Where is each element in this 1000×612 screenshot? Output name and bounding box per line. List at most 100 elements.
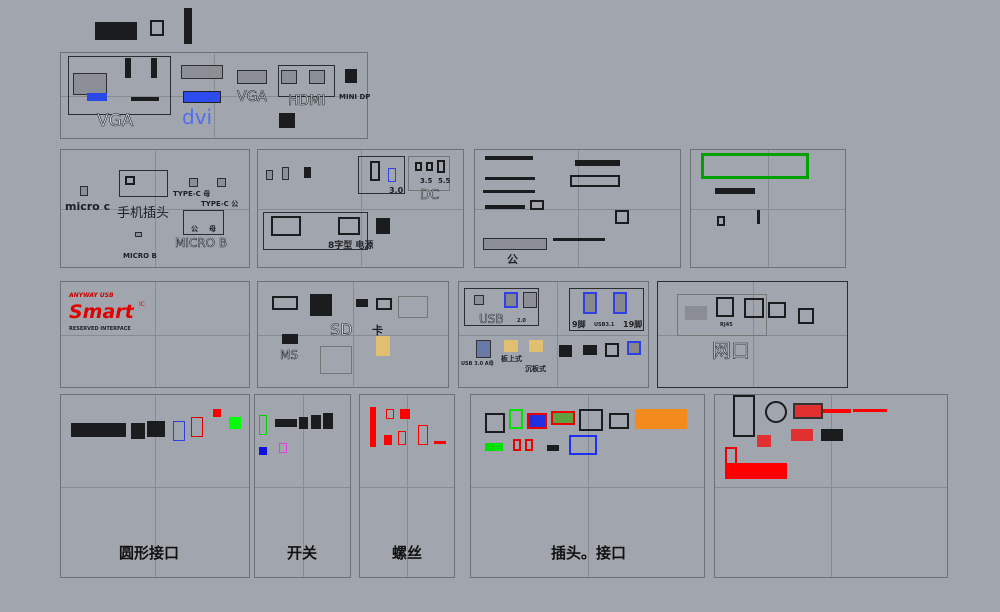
pin-header-icon — [575, 160, 620, 166]
pin-header-icon — [483, 190, 535, 193]
connector-icon — [282, 167, 289, 180]
connector-icon — [559, 345, 572, 357]
connector-icon — [376, 218, 390, 234]
panel-parts — [714, 394, 948, 578]
usb31-icon — [583, 292, 597, 314]
blue-switch-icon — [259, 447, 267, 455]
type-c-female-icon — [189, 178, 198, 187]
dc-icon — [437, 160, 445, 173]
screw-icon — [398, 431, 406, 445]
mini-dp-icon — [345, 69, 357, 83]
label-switch: 开关 — [287, 544, 318, 562]
rj45-icon — [798, 308, 814, 324]
rj45-icon — [744, 298, 764, 318]
red-part-icon — [823, 409, 851, 413]
power-socket-icon — [338, 217, 360, 235]
vga-blue-icon — [87, 93, 107, 101]
panel-sd-card: SD 卡 MS — [257, 281, 449, 388]
label-usb31: USB3.1 — [594, 322, 615, 328]
adapter-icon — [715, 188, 755, 194]
label-type-c-female: TYPE-C 母 — [173, 190, 211, 198]
label-micro-c: micro c — [65, 200, 111, 213]
connector-icon — [95, 22, 137, 40]
red-part-icon — [793, 403, 823, 419]
label-micro-b-male: 公 — [191, 225, 198, 233]
label-usb-ver: 2.0 — [517, 318, 526, 324]
label-dc-55: 5.5 — [438, 177, 451, 185]
panel-pin-headers: 公 — [474, 149, 681, 268]
pink-switch-icon — [279, 443, 287, 453]
type-c-male-icon — [217, 178, 226, 187]
pin-header-icon — [485, 205, 525, 209]
vga-male-base — [131, 97, 159, 101]
label-usb: USB — [479, 312, 504, 327]
dc-jack-icon — [370, 161, 380, 181]
dc-icon — [415, 162, 422, 171]
label-phone-plug: 手机插头 — [117, 206, 170, 221]
label-micro-b: MICRO B — [123, 252, 157, 260]
label-hdmi: HDMI — [288, 93, 326, 110]
plug-icon — [609, 413, 629, 429]
round-cover-icon — [765, 401, 787, 423]
panel-usb: USB 2.0 9脚 USB3.1 19脚 USB 3.0 A母 板上式 沉板式 — [458, 281, 649, 388]
panel-dc-power: 3.0 3.5 5.5 DC 8字型 电源 — [257, 149, 464, 268]
red-part-icon — [791, 429, 813, 441]
label-dc: DC — [420, 188, 440, 204]
usb31-icon — [613, 292, 627, 314]
red-plug-icon — [551, 411, 575, 425]
smart-logo: Smart — [69, 301, 134, 323]
panel-video-connectors: VGA dvi VGA HDMI MINI DP — [60, 52, 371, 139]
green-plug-icon — [509, 409, 523, 429]
sd-card-icon — [310, 294, 332, 316]
connector-icon — [150, 20, 164, 36]
round-connector-icon — [131, 423, 145, 439]
panel-smart: ANYWAY USB Smart IC RESERVED INTERFACE — [60, 281, 250, 388]
plug-icon — [547, 445, 559, 451]
panel-micro-usb: micro c 手机插头 TYPE-C 母 TYPE-C 公 公 母 MICRO… — [60, 149, 250, 268]
screw-icon — [370, 407, 376, 447]
label-dc-35: 3.5 — [420, 177, 433, 185]
label-dc-30: 3.0 — [389, 186, 404, 195]
label-vga-2: VGA — [237, 89, 268, 106]
gland-icon — [733, 395, 755, 437]
label-rj45: RJ45 — [720, 322, 733, 328]
vga-male-icon — [125, 58, 131, 78]
screw-icon — [434, 441, 446, 444]
card-outline-icon — [398, 296, 428, 318]
card-outline-icon — [320, 346, 352, 374]
micro-b-icon — [135, 232, 142, 237]
panel-round-connectors: 圆形接口 — [60, 394, 250, 578]
pin-header-icon — [485, 177, 535, 180]
label-round: 圆形接口 — [119, 544, 180, 562]
switch-icon — [299, 417, 308, 429]
vga-male-icon — [151, 58, 157, 78]
black-part-icon — [821, 429, 843, 441]
green-switch-icon — [259, 415, 267, 435]
micro-c-icon — [80, 186, 88, 196]
hdmi-female-icon — [281, 70, 297, 84]
label-mini-dp: MINI DP — [339, 93, 371, 101]
label-pin-male: 公 — [507, 253, 518, 266]
label-screw: 螺丝 — [392, 544, 423, 562]
vga-icon — [237, 70, 267, 84]
pin-header-icon — [485, 156, 533, 160]
connector-icon — [583, 345, 597, 355]
dp-icon — [279, 113, 295, 128]
green-plug-icon — [485, 443, 503, 451]
pin-header-icon — [553, 238, 605, 241]
label-board-top: 板上式 — [501, 355, 522, 363]
hdmi-male-icon — [309, 70, 325, 84]
blue-plug-icon — [569, 435, 597, 455]
screw-icon — [418, 425, 428, 445]
smart-subtitle: RESERVED INTERFACE — [69, 326, 131, 332]
label-ms: MS — [280, 348, 299, 363]
panel-cables — [690, 149, 846, 268]
power-socket-icon — [271, 216, 301, 236]
switch-icon — [275, 419, 297, 427]
label-network: 网口 — [712, 340, 751, 363]
label-usb30: USB 3.0 A母 — [461, 361, 494, 367]
screw-icon — [386, 409, 394, 419]
plug-icon — [579, 409, 603, 431]
connector-icon — [570, 175, 620, 187]
rj45-icon — [685, 306, 707, 320]
